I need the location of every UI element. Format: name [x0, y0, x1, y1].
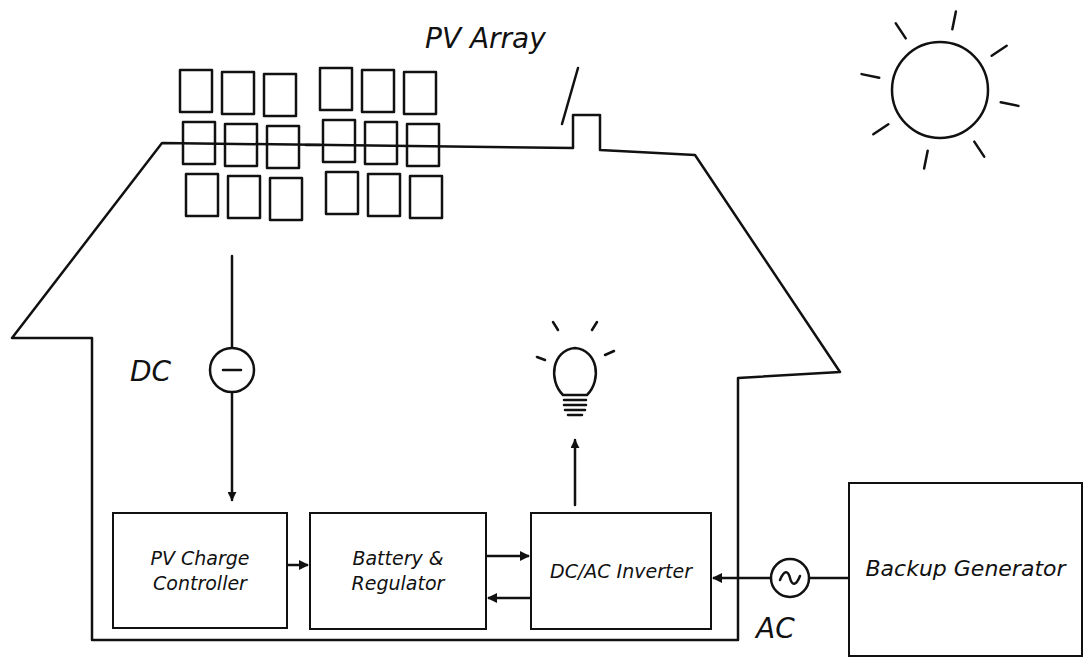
box-label: PV Charge Controller	[114, 540, 286, 601]
sun	[892, 42, 988, 138]
dc-symbol	[210, 348, 254, 392]
process-box: Backup Generator	[848, 482, 1083, 657]
pv-panel	[320, 68, 352, 110]
sun-ray	[873, 124, 888, 134]
sun-ray	[862, 74, 880, 78]
pv-panel	[186, 174, 218, 216]
pv-panel	[228, 176, 260, 218]
panel-link	[306, 144, 320, 147]
pv-panel	[404, 72, 436, 114]
flow-arrow	[488, 597, 530, 600]
sun-rays	[862, 12, 1019, 169]
sun-ray	[974, 142, 984, 157]
pv-panels	[180, 68, 442, 220]
flow-arrow	[288, 564, 308, 567]
sun-ray	[1001, 102, 1019, 106]
pv-panel	[183, 122, 215, 164]
pv-panel	[368, 174, 400, 216]
sun-ray	[924, 151, 928, 169]
light-bulb	[537, 322, 614, 415]
box-label: DC/AC Inverter	[540, 553, 702, 590]
process-box: Battery & Regulator	[309, 512, 487, 630]
light-wire	[574, 440, 577, 505]
pv-panel	[323, 120, 355, 162]
process-box: DC/AC Inverter	[530, 512, 712, 630]
pv-panel	[270, 178, 302, 220]
pv-panel	[407, 124, 439, 166]
pv-panel	[225, 124, 257, 166]
pv-panel	[180, 70, 212, 112]
pv-panel	[264, 74, 296, 116]
pv-panel	[362, 70, 394, 112]
pv-panel	[326, 172, 358, 214]
process-box: PV Charge Controller	[112, 512, 288, 629]
part-label: DC	[130, 355, 171, 388]
pv-panel	[365, 122, 397, 164]
sun-ray	[896, 23, 906, 38]
box-label: Battery & Regulator	[311, 540, 485, 601]
sun-ray	[952, 12, 956, 30]
leader-line	[562, 68, 578, 124]
pv-panel	[410, 176, 442, 218]
part-label: AC	[756, 612, 795, 645]
part-label: PV Array	[425, 22, 546, 55]
pv-panel	[222, 72, 254, 114]
box-label: Backup Generator	[855, 549, 1075, 590]
ac-symbol	[771, 559, 809, 597]
house-outline	[12, 115, 840, 640]
sun-ray	[992, 46, 1007, 56]
flow-arrow	[487, 555, 529, 558]
pv-panel	[267, 126, 299, 168]
